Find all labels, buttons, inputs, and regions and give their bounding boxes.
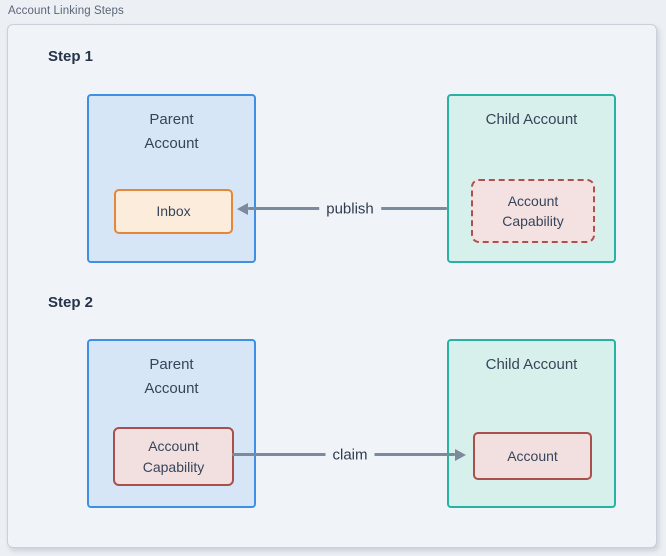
step1-parent-account-title: Parent Account [144, 111, 199, 152]
step2-child-account-title: Child Account [485, 356, 578, 373]
step1-child-account-title: Child Account [485, 111, 578, 128]
step2-parent-account-box: Parent Account Account Capability [87, 339, 256, 508]
step1-parent-account-box: Parent Account Inbox [87, 94, 256, 263]
step2-account-capability-label: Account Capability [142, 438, 205, 475]
claim-arrow-label: claim [325, 445, 375, 465]
publish-arrowhead-icon [237, 203, 248, 215]
diagram-frame: Step 1 Parent Account Inbox Child Accoun… [7, 24, 657, 548]
step-2-label: Step 2 [48, 294, 94, 311]
step1-account-capability-label: Account Capability [502, 192, 564, 229]
diagram-title: Account Linking Steps [8, 5, 124, 17]
publish-arrow-label: publish [319, 199, 381, 219]
step-1-label: Step 1 [48, 48, 94, 65]
step2-account-label: Account [507, 447, 558, 464]
step2-account-capability-node: Account Capability [113, 427, 234, 486]
claim-arrowhead-icon [455, 449, 466, 461]
step1-child-account-box: Child Account Account Capability [447, 94, 616, 263]
step2-parent-account-title: Parent Account [144, 356, 199, 397]
step1-inbox-label: Inbox [156, 203, 191, 220]
step1-account-capability-node: Account Capability [471, 179, 595, 243]
step2-child-account-box: Child Account Account [447, 339, 616, 508]
step2-account-node: Account [473, 432, 592, 480]
step1-inbox-node: Inbox [114, 189, 233, 234]
